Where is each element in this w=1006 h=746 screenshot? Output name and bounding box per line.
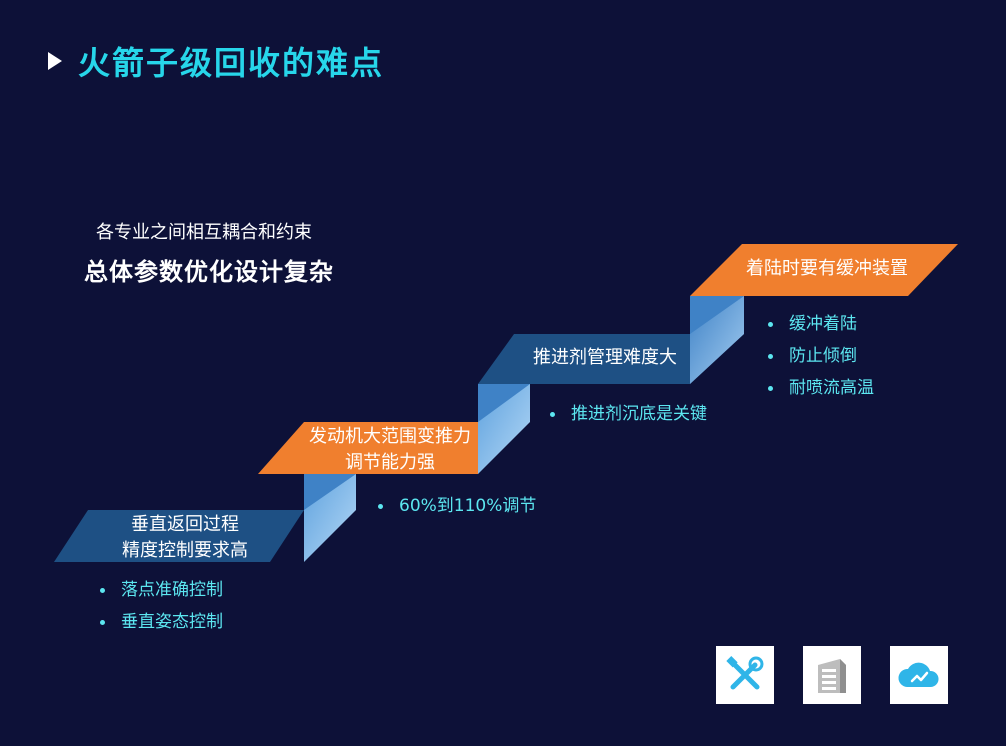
bullet-dot-icon xyxy=(768,353,773,359)
list-item: 落点准确控制 xyxy=(100,574,223,606)
step-2-tread xyxy=(258,422,510,474)
step-3-tread xyxy=(478,334,744,384)
step-1-tread xyxy=(54,510,304,562)
step-3-riser-side xyxy=(690,296,744,334)
step-3-label-line1: 推进剂管理难度大 xyxy=(533,347,677,368)
step-4-bullets: 缓冲着陆 防止倾倒 耐喷流高温 xyxy=(768,308,874,404)
bullet-dot-icon xyxy=(768,321,773,327)
step-2-label-line2: 调节能力强 xyxy=(345,452,435,473)
step-2-label-line1: 发动机大范围变推力 xyxy=(309,426,471,447)
play-arrow-icon xyxy=(48,52,62,70)
bullet-dot-icon xyxy=(100,619,105,625)
list-item: 推进剂沉底是关键 xyxy=(550,398,707,430)
list-item: 60%到110%调节 xyxy=(378,490,536,522)
bullet-dot-icon xyxy=(378,503,383,509)
step-4-tread xyxy=(690,244,958,296)
tools-icon-graphic xyxy=(726,656,764,690)
title-row: 火箭子级回收的难点 xyxy=(48,38,384,84)
bullet-dot-icon xyxy=(100,587,105,593)
intro-subtitle: 各专业之间相互耦合和约束 xyxy=(96,222,312,243)
step-1-riser-side xyxy=(304,474,356,510)
step-1-bullets: 落点准确控制 垂直姿态控制 xyxy=(100,574,223,638)
cloud-icon xyxy=(890,646,948,704)
step-1-label-line2: 精度控制要求高 xyxy=(122,540,248,561)
step-4-label: 着陆时要有缓冲装置 xyxy=(722,256,932,282)
bullet-dot-icon xyxy=(550,411,555,417)
list-item: 垂直姿态控制 xyxy=(100,606,223,638)
step-4-label-line1: 着陆时要有缓冲装置 xyxy=(746,258,908,279)
list-item: 防止倾倒 xyxy=(768,340,874,372)
step-2-riser-side xyxy=(478,384,530,422)
list-item: 缓冲着陆 xyxy=(768,308,874,340)
step-3-label: 推进剂管理难度大 xyxy=(500,345,710,371)
building-icon xyxy=(803,646,861,704)
cloud-icon-graphic xyxy=(898,662,939,687)
step-1-label: 垂直返回过程 精度控制要求高 xyxy=(90,512,280,564)
building-icon-graphic xyxy=(818,659,846,693)
step-3-bullets: 推进剂沉底是关键 xyxy=(550,398,707,430)
step-2-bullets: 60%到110%调节 xyxy=(378,490,536,522)
tools-icon xyxy=(716,646,774,704)
step-1-label-line1: 垂直返回过程 xyxy=(131,514,239,535)
bullet-dot-icon xyxy=(768,385,773,391)
list-item: 耐喷流高温 xyxy=(768,372,874,404)
step-2-label: 发动机大范围变推力 调节能力强 xyxy=(290,424,490,476)
intro-heading: 总体参数优化设计复杂 xyxy=(84,258,334,286)
page-title: 火箭子级回收的难点 xyxy=(78,44,385,82)
